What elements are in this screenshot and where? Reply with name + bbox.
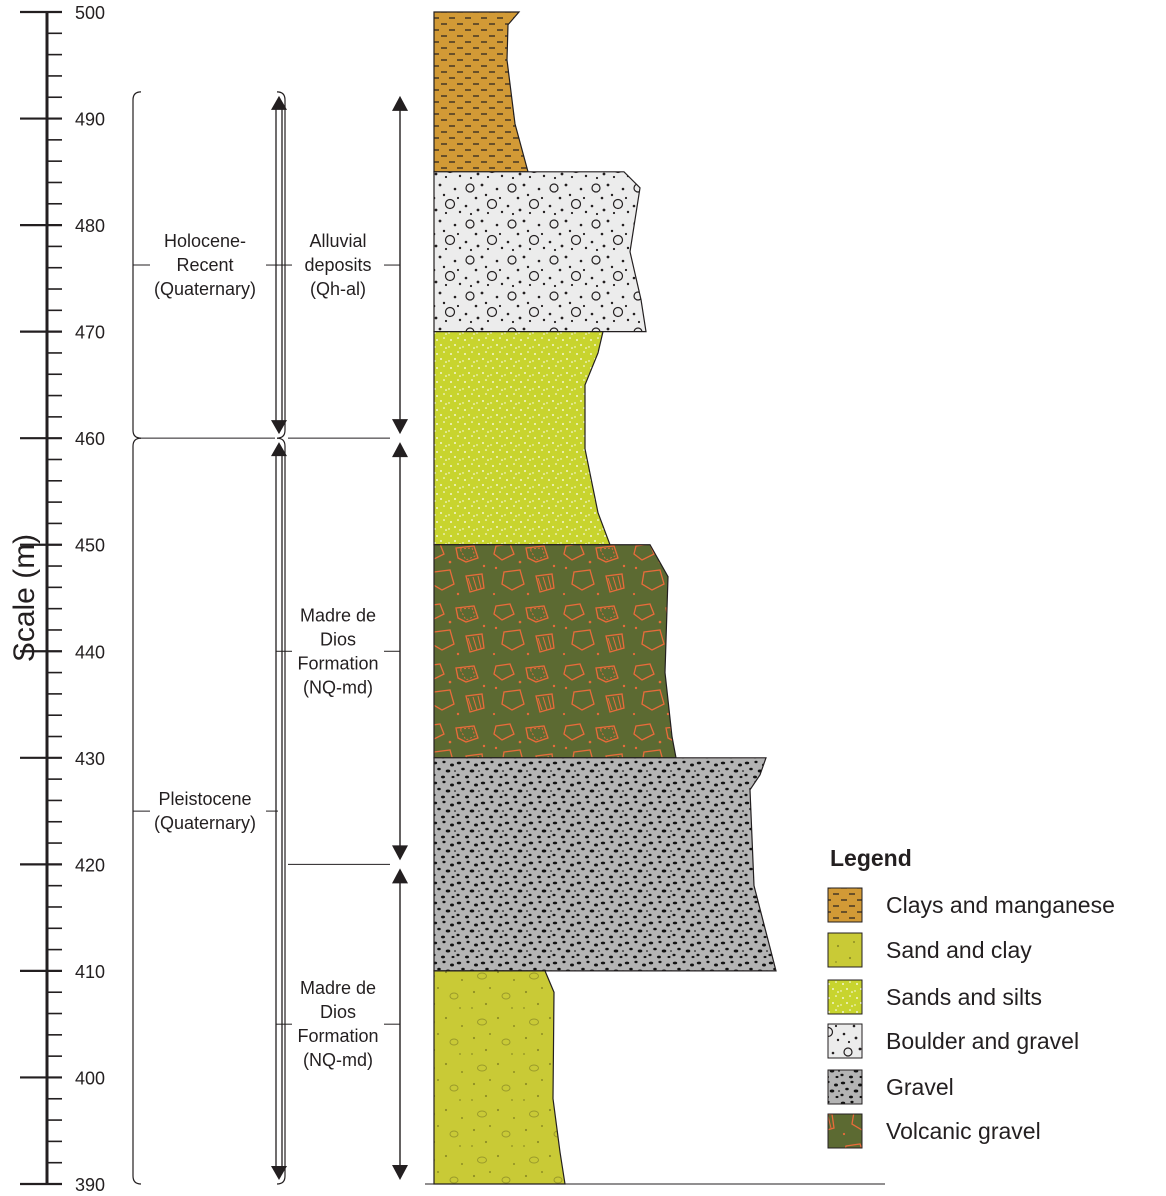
scale-ticks bbox=[20, 10, 62, 1186]
scale-tick-label: 470 bbox=[75, 323, 105, 343]
arrowhead-up bbox=[392, 442, 408, 458]
formation-label: (Qh-al) bbox=[310, 279, 366, 299]
legend-label: Gravel bbox=[886, 1074, 954, 1100]
legend-swatch-volcanic bbox=[827, 1113, 863, 1149]
lithology-column bbox=[433, 11, 777, 1185]
legend-swatch-sandclay bbox=[827, 932, 863, 968]
arrowhead-up bbox=[271, 442, 287, 457]
formation-label: Dios bbox=[320, 629, 356, 649]
legend-item-volcanic: Volcanic gravel bbox=[827, 1113, 1041, 1149]
legend-label: Boulder and gravel bbox=[886, 1028, 1079, 1054]
layer-sandclay bbox=[433, 970, 566, 1185]
layer-volcanic bbox=[433, 544, 677, 759]
legend-item-clays: Clays and manganese bbox=[827, 887, 1115, 923]
arrowhead-up bbox=[271, 95, 287, 110]
layer-gravel bbox=[433, 757, 777, 972]
chrono-unit: Pleistocene (Quaternary) bbox=[132, 437, 286, 1185]
layer-clays bbox=[433, 11, 529, 173]
scale-tick-label: 420 bbox=[75, 855, 105, 875]
scale-tick-label: 490 bbox=[75, 110, 105, 130]
chrono-label: Holocene- bbox=[164, 231, 246, 251]
scale-tick-label: 450 bbox=[75, 536, 105, 556]
layer-boulder bbox=[433, 171, 647, 333]
arrowhead-down bbox=[271, 420, 287, 435]
depth-scale-ruler: 500 490 480 470 460 450 440 430 420 410 400 390 Sca… bbox=[8, 3, 105, 1195]
formation-label: Madre de bbox=[300, 605, 376, 625]
chrono-bracket-right bbox=[276, 437, 286, 1185]
formation-label: Dios bbox=[320, 1002, 356, 1022]
scale-tick-label: 460 bbox=[75, 429, 105, 449]
legend-label: Sands and silts bbox=[886, 984, 1042, 1010]
formation-label: (NQ-md) bbox=[303, 677, 373, 697]
legend-label: Clays and manganese bbox=[886, 892, 1115, 918]
arrowhead-down bbox=[392, 419, 408, 435]
chronostratigraphy-brackets: Holocene- Recent (Quaternary) Pleistocene (Q… bbox=[132, 91, 287, 1185]
scale-tick-label: 500 bbox=[75, 3, 105, 23]
scale-tick-label: 440 bbox=[75, 642, 105, 662]
legend-swatch-boulder bbox=[827, 1023, 863, 1059]
scale-tick-label: 480 bbox=[75, 216, 105, 236]
chrono-label: Pleistocene bbox=[158, 789, 251, 809]
chrono-unit: Holocene- Recent (Quaternary) bbox=[132, 91, 286, 439]
scale-tick-label: 430 bbox=[75, 749, 105, 769]
chrono-label: (Quaternary) bbox=[154, 813, 256, 833]
arrowhead-down bbox=[392, 1165, 408, 1180]
scale-tick-label: 400 bbox=[75, 1068, 105, 1088]
formation-unit: Alluvial deposits (Qh-al) bbox=[276, 95, 408, 435]
legend-swatch-sands bbox=[827, 979, 863, 1015]
arrowhead-down bbox=[271, 1166, 287, 1180]
legend-swatch-gravel bbox=[827, 1069, 863, 1105]
scale-tick-label: 390 bbox=[75, 1175, 105, 1195]
legend-item-gravel: Gravel bbox=[827, 1069, 954, 1105]
arrowhead-down bbox=[392, 845, 408, 861]
formation-label: deposits bbox=[304, 255, 371, 275]
formation-label: Formation bbox=[297, 1026, 378, 1046]
formation-label: (NQ-md) bbox=[303, 1050, 373, 1070]
legend-label: Volcanic gravel bbox=[886, 1118, 1041, 1144]
legend-title: Legend bbox=[830, 845, 912, 871]
chrono-label: (Quaternary) bbox=[154, 279, 256, 299]
legend-item-boulder: Boulder and gravel bbox=[827, 1023, 1079, 1059]
scale-tick-labels: 500 490 480 470 460 450 440 430 420 410 400 390 bbox=[75, 3, 105, 1195]
arrowhead-up bbox=[392, 95, 408, 111]
legend-swatch-clays bbox=[827, 887, 863, 923]
formation-label: Formation bbox=[297, 653, 378, 673]
legend-item-sands: Sands and silts bbox=[827, 979, 1042, 1015]
layer-sands bbox=[433, 331, 611, 546]
formation-label: Alluvial bbox=[309, 231, 366, 251]
chrono-label: Recent bbox=[176, 255, 233, 275]
arrowhead-up bbox=[392, 868, 408, 884]
scale-axis-title: Scale (m) bbox=[8, 534, 41, 662]
formation-label: Madre de bbox=[300, 978, 376, 998]
legend-item-sandclay: Sand and clay bbox=[827, 932, 1032, 968]
legend-label: Sand and clay bbox=[886, 937, 1032, 963]
scale-tick-label: 410 bbox=[75, 962, 105, 982]
